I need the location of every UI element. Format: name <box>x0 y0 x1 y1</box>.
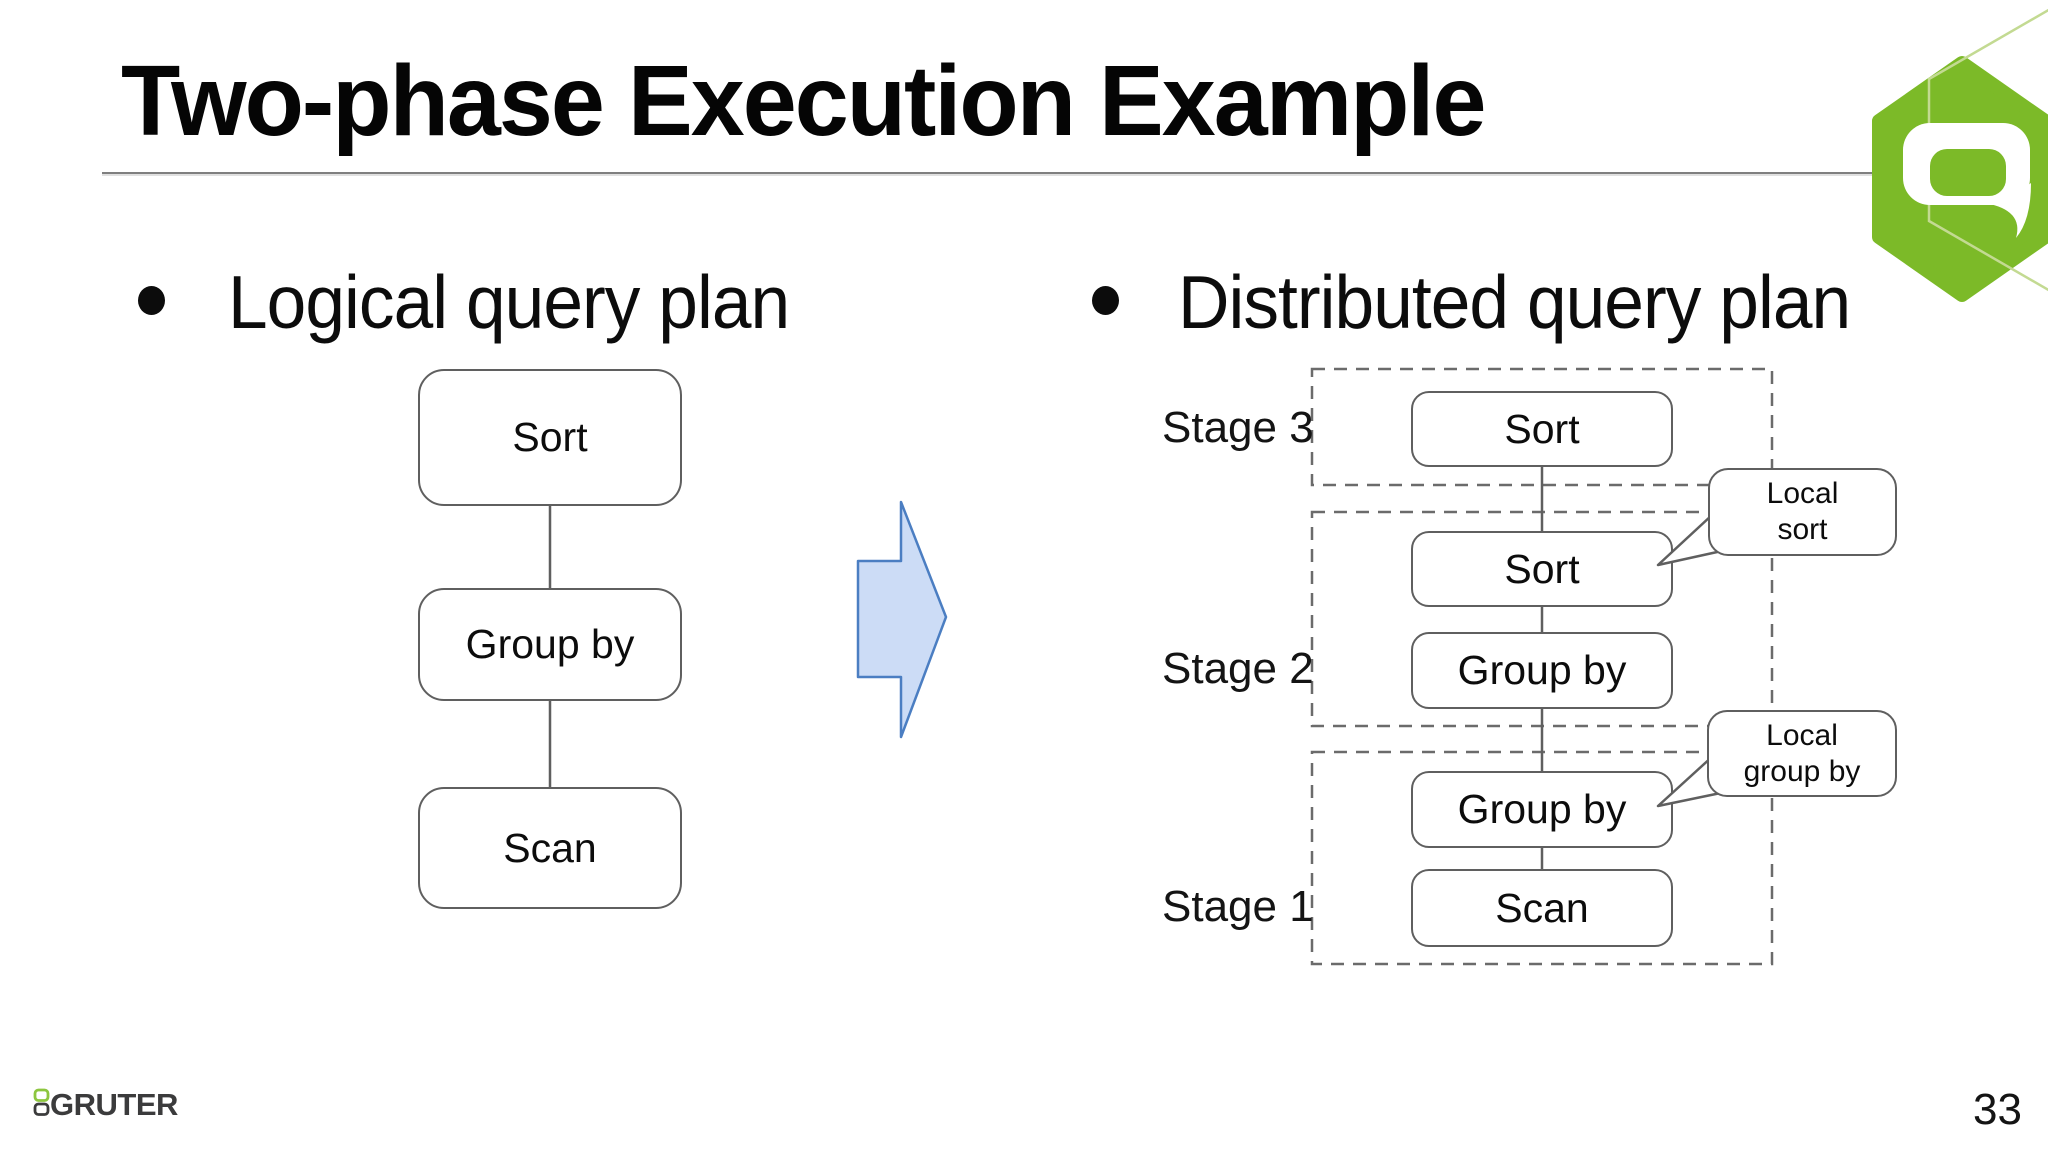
local-group-by-callout-line1: Local <box>1766 718 1838 752</box>
stage2-label: Stage 2 <box>1162 644 1314 693</box>
local-group-by-callout-line2: group by <box>1743 754 1861 788</box>
hexagon-logo-edge <box>1872 56 2048 302</box>
hexagon-logo-bubble <box>1903 123 2030 205</box>
logical-node-scan: Scan <box>418 787 682 909</box>
bullet-dot-right <box>1092 286 1119 315</box>
bullet-left-label: Logical query plan <box>228 260 790 344</box>
gruter-icon-top-bubble <box>33 1088 50 1102</box>
local-sort-callout-line1: Local <box>1766 477 1839 510</box>
gruter-logo-text: GRUTER <box>50 1087 178 1122</box>
title-divider-line <box>102 172 1878 174</box>
transform-arrow <box>858 502 946 737</box>
slide-title: Two-phase Execution Example <box>121 45 1486 157</box>
stage3-label: Stage 3 <box>1162 403 1314 452</box>
gruter-logo-icon <box>33 1088 50 1116</box>
distributed-node-group-by-stage2: Group by <box>1411 632 1673 709</box>
local-sort-callout: Local sort <box>1708 468 1897 556</box>
hexagon-logo-shape <box>1879 63 2045 295</box>
hexagon-logo <box>1872 8 2048 302</box>
bullet-dot-left <box>138 286 165 315</box>
hexagon-outline-back <box>1927 8 2048 292</box>
distributed-node-scan-stage1: Scan <box>1411 869 1673 947</box>
bullet-right-label: Distributed query plan <box>1178 260 1851 344</box>
local-sort-callout-line2: sort <box>1777 513 1828 546</box>
hexagon-logo-bubble-tail <box>1985 183 2031 238</box>
transform-arrow-outline <box>856 500 948 739</box>
page-number: 33 <box>1973 1085 2022 1134</box>
stage1-label: Stage 1 <box>1162 882 1314 931</box>
hexagon-logo-bubble-center <box>1930 149 2006 196</box>
distributed-node-sort-stage3: Sort <box>1411 391 1673 467</box>
distributed-node-sort-stage2: Sort <box>1411 531 1673 607</box>
logical-node-sort: Sort <box>418 369 682 506</box>
logical-node-group-by: Group by <box>418 588 682 701</box>
local-group-by-callout: Local group by <box>1707 710 1897 797</box>
distributed-node-group-by-stage1: Group by <box>1411 771 1673 848</box>
gruter-icon-bottom-bubble <box>33 1102 50 1116</box>
